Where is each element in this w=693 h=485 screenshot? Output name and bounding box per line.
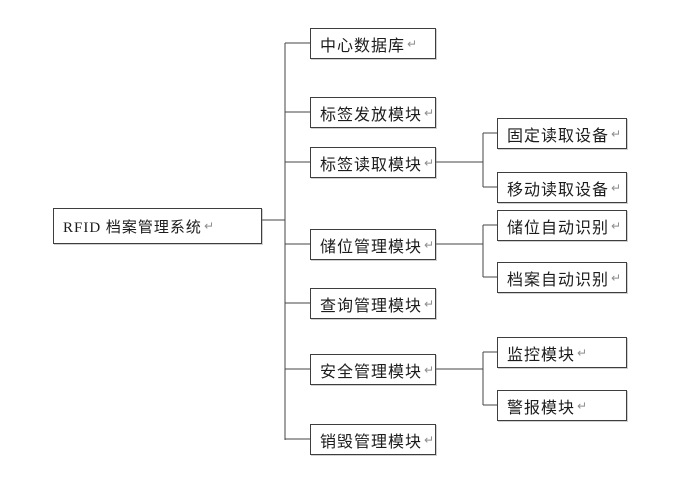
return-mark: ↵	[611, 180, 622, 195]
node-mobile-reader: 移动读取设备↵	[497, 172, 627, 203]
node-tag-issuing: 标签发放模块↵	[310, 97, 436, 128]
node-root: RFID 档案管理系统↵	[53, 208, 262, 244]
return-mark: ↵	[424, 296, 435, 311]
node-label: RFID 档案管理系统	[63, 219, 202, 236]
return-mark: ↵	[424, 155, 435, 170]
return-mark: ↵	[203, 219, 214, 233]
return-mark: ↵	[424, 362, 435, 377]
node-label: 储位管理模块	[320, 238, 423, 256]
node-storage-auto-id: 储位自动识别↵	[497, 210, 627, 241]
node-destruction-mgmt: 销毁管理模块↵	[310, 424, 436, 455]
node-storage-mgmt: 储位管理模块↵	[310, 229, 436, 260]
node-archive-auto-id: 档案自动识别↵	[497, 262, 627, 293]
node-central-database: 中心数据库↵	[310, 28, 436, 59]
node-label: 储位自动识别	[507, 219, 610, 237]
node-label: 监控模块	[507, 346, 576, 364]
node-alarm: 警报模块↵	[497, 390, 627, 421]
return-mark: ↵	[407, 36, 418, 51]
node-fixed-reader: 固定读取设备↵	[497, 118, 627, 149]
node-label: 档案自动识别	[507, 271, 610, 289]
node-label: 销毁管理模块	[320, 433, 423, 451]
node-label: 固定读取设备	[507, 127, 610, 145]
node-tag-reading: 标签读取模块↵	[310, 147, 436, 178]
node-label: 标签读取模块	[320, 156, 423, 174]
node-label: 警报模块	[507, 399, 576, 417]
return-mark: ↵	[424, 237, 435, 252]
node-label: 中心数据库	[320, 37, 406, 55]
node-label: 安全管理模块	[320, 363, 423, 381]
node-query-mgmt: 查询管理模块↵	[310, 288, 436, 319]
return-mark: ↵	[424, 105, 435, 120]
node-label: 移动读取设备	[507, 181, 610, 199]
return-mark: ↵	[611, 270, 622, 285]
return-mark: ↵	[577, 345, 588, 360]
return-mark: ↵	[611, 218, 622, 233]
node-label: 查询管理模块	[320, 297, 423, 315]
return-mark: ↵	[424, 432, 435, 447]
return-mark: ↵	[577, 398, 588, 413]
return-mark: ↵	[611, 126, 622, 141]
node-security-mgmt: 安全管理模块↵	[310, 354, 436, 385]
node-monitoring: 监控模块↵	[497, 337, 627, 368]
node-label: 标签发放模块	[320, 106, 423, 124]
